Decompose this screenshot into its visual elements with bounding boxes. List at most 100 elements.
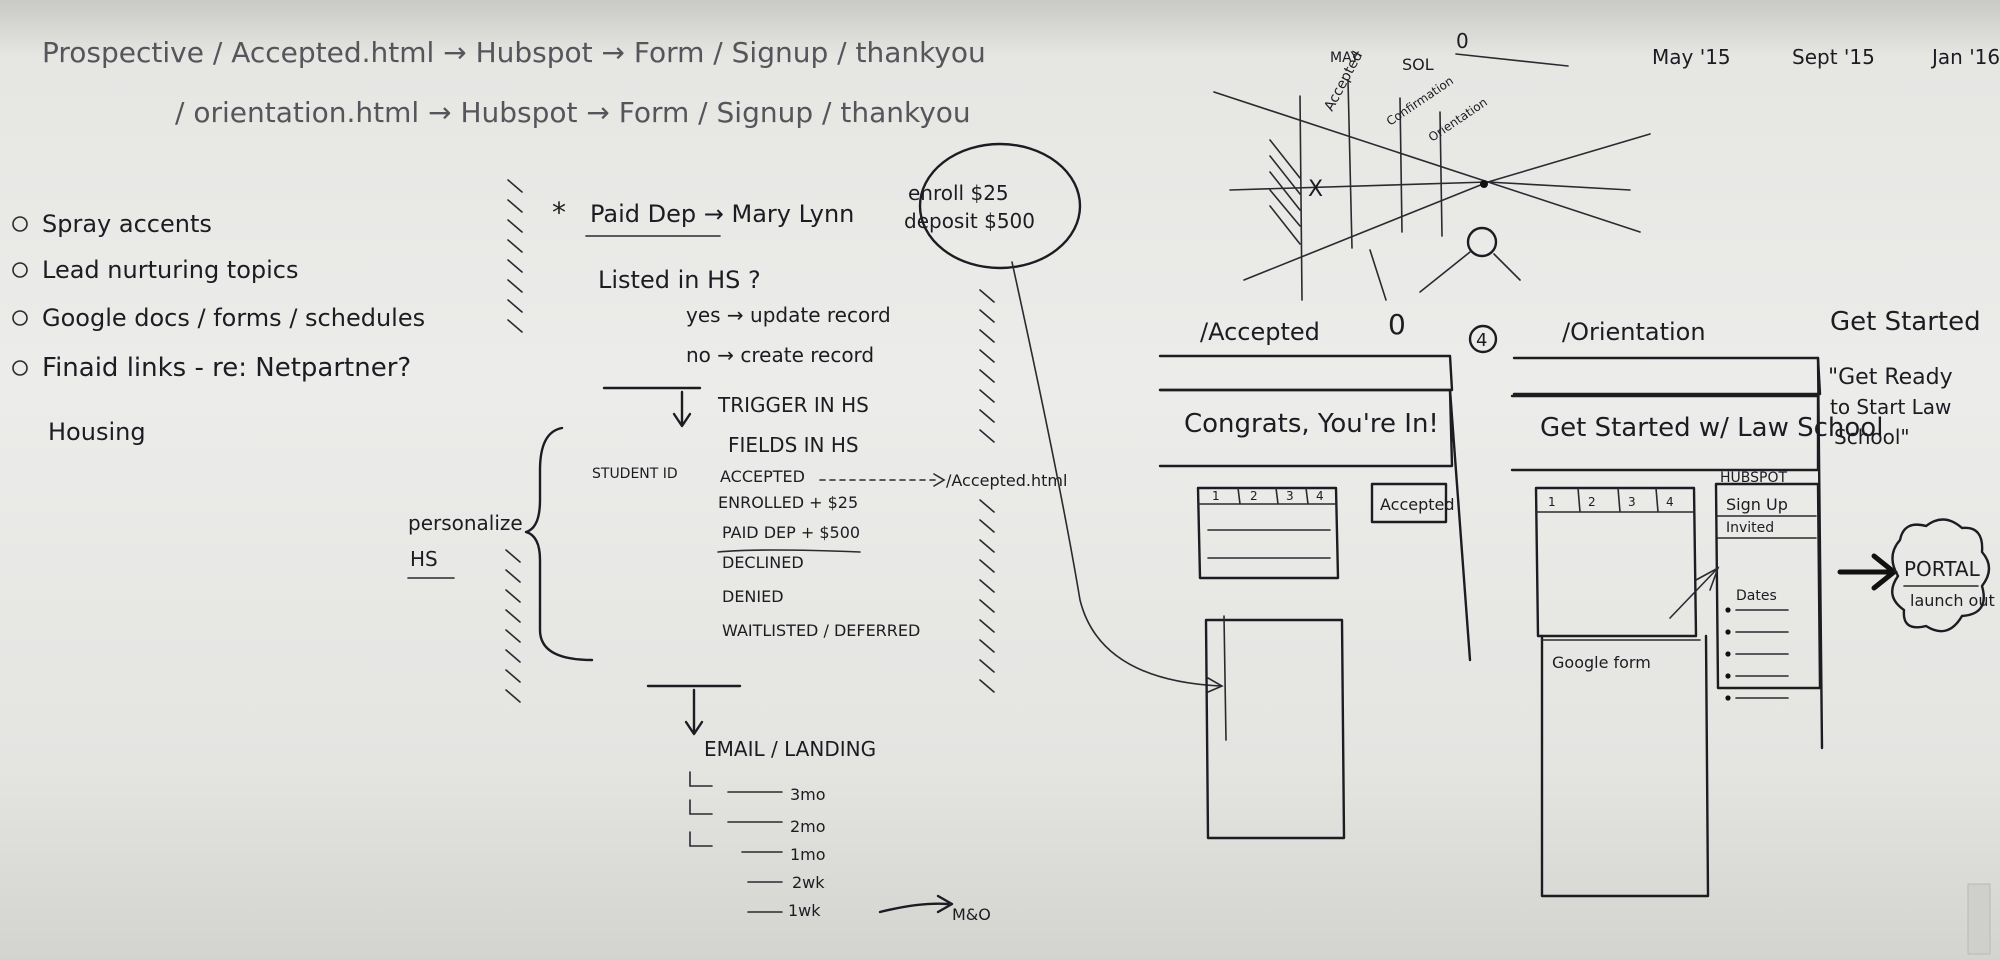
note-line: to Start Law [1830,395,1951,419]
trigger-text: TRIGGER IN HS [717,393,869,417]
paid-dep-text: Paid Dep → Mary Lynn [590,200,854,228]
tab-label: 4 [1666,495,1674,509]
status-item: DECLINED [722,553,804,572]
email-landing-text: EMAIL / LANDING [704,737,876,761]
intersection-point [1480,180,1488,188]
fee-bubble [918,142,1082,270]
note-line: "Get Ready [1828,365,1953,390]
bullet-circle-icon [12,262,28,278]
dates-label: Dates [1736,588,1777,604]
down-arrow-icon [672,390,692,428]
panel-line [1223,615,1227,741]
arrowhead-icon [933,473,946,487]
pointer-arrow [1669,566,1720,619]
sketch-line [1229,181,1631,191]
marker-circle [1466,226,1498,258]
wireframe-number: 4 [1476,330,1487,351]
tab-strip [1535,487,1695,513]
timeline-date: May '15 [1652,45,1731,69]
tab-label: 2 [1250,489,1258,503]
content-lines [1207,529,1331,559]
schedule-item: 1wk [788,901,821,920]
accepted-button-sketch [1370,482,1448,524]
portal-title: PORTAL [1904,557,1981,581]
tab-label: 3 [1286,489,1294,503]
banner-text: Get Started w/ Law School [1540,413,1883,443]
todo-item: Google docs / forms / schedules [42,304,425,332]
todo-list: Spray accents Lead nurturing topics Goog… [12,210,425,446]
flow-line-1: Prospective / Accepted.html → Hubspot → … [42,36,986,69]
schedule-line [689,771,783,793]
sketch-verticals [1299,79,1443,301]
portal-cloud [1891,518,1991,633]
tab-label: 2 [1588,495,1596,509]
banner-text: Congrats, You're In! [1184,409,1439,439]
bubble-enroll: enroll $25 [908,181,1009,205]
schedule-item: 2wk [792,873,825,892]
todo-housing: Housing [48,418,146,446]
status-item: DENIED [722,587,784,606]
page-header-bar [1158,354,1454,392]
todo-item: Spray accents [42,210,212,238]
hatch-divider-right [979,289,995,693]
tab-panel [1196,486,1340,580]
todo-item: Lead nurturing topics [42,256,299,284]
fields-text: FIELDS IN HS [728,433,859,457]
x-mark-icon: X [1308,177,1323,202]
form-label: Google form [1552,653,1651,672]
status-item: ACCEPTED [720,467,805,486]
tab-label: 4 [1316,489,1324,503]
schedule-line [689,799,783,823]
tab-label: 1 [1548,495,1556,509]
portal-sub: launch out [1910,591,1995,610]
todo-item: Finaid links - re: Netpartner? [42,353,411,383]
date-list [1725,607,1789,701]
schedule-line [689,831,783,853]
goto-text: M&O [952,905,991,924]
sketch-line [1369,249,1387,301]
tab-panel [1534,486,1698,638]
email-schedule: 3mo 2mo 1mo 2wk 1wk [689,771,826,920]
tab-label: 3 [1628,495,1636,509]
marker-tray [1967,883,1991,955]
bullet-circle-icon [12,216,28,232]
zero-mark: 0 [1388,308,1406,341]
curved-arrow [1011,261,1224,693]
underline [1455,53,1569,67]
wireframe-title: /Orientation [1562,318,1706,346]
number-circle [1468,324,1498,354]
hubspot-label: HUBSPOT [1720,470,1787,486]
timeline-label: SOL [1402,55,1434,74]
note-line: School" [1834,425,1910,449]
listed-in-hs-text: Listed in HS ? [598,266,761,294]
personalize-text: personalize [408,511,523,535]
invited-label: Invited [1726,520,1774,536]
timeline-sketch: X MAY Accepted SOL Confirmation Orientat… [1213,29,2000,341]
sketch-line [1419,251,1521,293]
banner-box [1158,388,1454,468]
sketch-line [1213,91,1641,233]
bullet-circle-icon [12,360,28,376]
lower-panel [1204,618,1346,840]
yes-branch-text: yes → update record [686,303,891,327]
star-icon: * [552,196,566,229]
sketch-line [1243,133,1651,281]
status-item: WAITLISTED / DEFERRED [722,621,920,640]
status-item: ENROLLED + $25 [718,493,858,512]
hatch-divider-left [505,179,523,703]
status-item: PAID DEP + $500 [722,523,860,542]
tab-strip [1197,487,1337,505]
timeline-date: Sept '15 [1792,45,1875,69]
status-list: ACCEPTED ENROLLED + $25 PAID DEP + $500 … [717,467,920,640]
flow-line-2: / orientation.html → Hubspot → Form / Si… [175,96,971,129]
curly-brace [524,426,594,662]
hubspot-sidebar [1714,482,1822,690]
get-started-note: Get Started "Get Ready to Start Law Scho… [1828,307,1981,449]
banner-box [1510,394,1820,472]
timeline-label: MAY [1330,50,1360,66]
student-id-text: STUDENT ID [592,466,678,482]
accepted-link-text: /Accepted.html [946,471,1067,490]
bubble-deposit: deposit $500 [904,209,1035,233]
